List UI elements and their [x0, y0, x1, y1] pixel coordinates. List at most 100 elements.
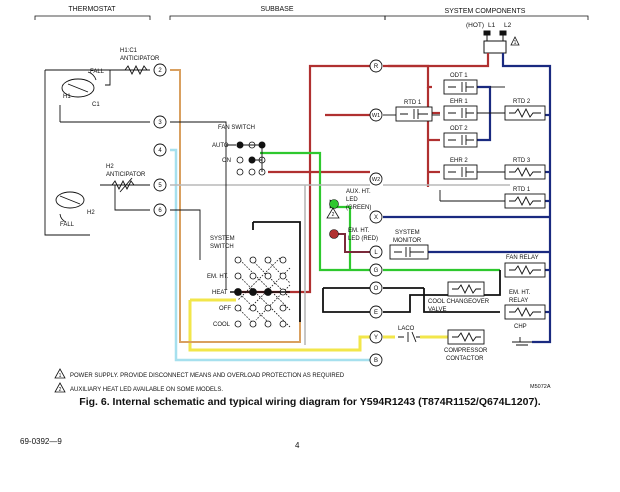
terminal-y [369, 330, 383, 344]
label-fan-switch: FAN SWITCH [218, 125, 255, 131]
label-anticipator1-sub: ANTICIPATOR [120, 56, 160, 62]
terminal-l-label: L [374, 250, 378, 256]
label-h1: H1 [63, 94, 71, 100]
header-thermostat: THERMOSTAT [68, 6, 116, 13]
cool-changeover-box [447, 281, 485, 297]
component-symbols [394, 82, 541, 346]
terminal-5-label: 5 [158, 183, 162, 189]
figure-caption: Fig. 6. Internal schematic and typical w… [79, 396, 541, 408]
figure-code: M5072A [530, 384, 551, 390]
anticipator-resistor-1-icon [124, 64, 148, 76]
label-system-monitor-2: MONITOR [393, 238, 422, 244]
label-h2: H2 [87, 210, 95, 216]
terminal-e [369, 305, 383, 319]
terminal-g [369, 263, 383, 277]
fan-relay-box [504, 262, 546, 278]
label-c1: C1 [92, 102, 100, 108]
terminal-r [369, 59, 383, 73]
label-hot: (HOT) [466, 22, 484, 29]
terminal-e-label: E [374, 310, 378, 316]
wire-thermostat [44, 69, 505, 290]
label-system-switch-2: SWITCH [210, 244, 234, 250]
section-headers [34, 15, 589, 20]
terminal-6 [153, 203, 167, 217]
thermostat-mercury-bulb-bottom-icon [55, 191, 85, 223]
terminal-b-label: B [374, 358, 378, 364]
label-ehr2: EHR 2 [450, 158, 468, 164]
rtd2-box [504, 105, 546, 121]
label-anticipator2: H2 [106, 164, 114, 170]
note-1-number: 1 [59, 373, 62, 379]
header-subbase: SUBBASE [260, 6, 293, 13]
note-2-marker-icon: 2 [54, 382, 66, 393]
label-em-ht-relay-1: EM. HT. [509, 290, 531, 296]
ehr1-box [443, 105, 478, 121]
terminal-l [369, 245, 383, 259]
label-laco: LACO [398, 326, 415, 332]
label-fall-top: FALL [90, 69, 105, 75]
label-chp: CHP [514, 324, 527, 330]
fan-switch-contacts [226, 141, 266, 176]
label-cool: COOL [213, 322, 231, 328]
wire-gray [170, 184, 510, 345]
label-l1: L1 [488, 22, 496, 29]
rtd3-box [504, 164, 546, 180]
label-system-monitor-1: SYSTEM [395, 230, 420, 236]
label-fall-bottom: FALL [60, 222, 75, 228]
label-odt1: ODT 1 [450, 73, 468, 79]
label-rtd2: RTD 2 [513, 99, 531, 105]
aux-ht-led-icon [329, 199, 339, 209]
label-auto: AUTO [212, 143, 229, 149]
compressor-box [447, 329, 485, 345]
terminal-3 [153, 115, 167, 129]
label-rtd1: RTD 1 [404, 100, 422, 106]
terminal-x [369, 210, 383, 224]
terminal-b [369, 353, 383, 367]
em-ht-relay-box [504, 304, 546, 320]
label-em-ht: EM. HT. [207, 274, 229, 280]
thermostat-mercury-bulb-top-icon [61, 71, 97, 98]
header-system-components: SYSTEM COMPONENTS [445, 8, 526, 15]
system-monitor-box [389, 244, 429, 260]
label-aux-led-3: (GREEN) [346, 205, 371, 211]
label-cool-changeover-1: COOL CHANGEOVER [428, 299, 490, 305]
rtd1b-box [504, 193, 546, 209]
label-em-led-1: EM. HT. [348, 228, 370, 234]
label-off: OFF [219, 306, 231, 312]
terminals-mid [369, 59, 383, 367]
label-compressor-1: COMPRESSOR [444, 348, 488, 354]
wire-blue [383, 53, 552, 344]
label-em-led-2: LED (RED) [348, 236, 378, 242]
terminal-2-label: 2 [158, 68, 162, 74]
label-l2: L2 [504, 22, 512, 29]
note-2-number: 2 [59, 387, 62, 393]
wire-black [252, 221, 501, 322]
label-anticipator1: H1:C1 [120, 48, 138, 54]
svg-text:1: 1 [514, 40, 517, 46]
power-supply-symbol [483, 30, 507, 54]
note-2-text: AUXILIARY HEAT LED AVAILABLE ON SOME MOD… [70, 387, 223, 393]
terminal-3-label: 3 [158, 120, 162, 126]
terminal-2 [153, 63, 167, 77]
wire-yellow [188, 298, 448, 352]
label-aux-led-2: LED [346, 197, 358, 203]
wire-lightblue [170, 148, 370, 362]
terminal-y-label: Y [374, 335, 378, 341]
label-on: ON [222, 158, 231, 164]
label-aux-led-1: AUX. HT. [346, 189, 371, 195]
label-fan-relay: FAN RELAY [506, 255, 539, 261]
doc-number: 69-0392—9 [20, 437, 62, 446]
label-ehr1: EHR 1 [450, 99, 468, 105]
note-1-marker-icon: 1 [54, 368, 66, 379]
terminal-5 [153, 178, 167, 192]
odt2-box [443, 132, 478, 148]
terminal-w2 [369, 172, 383, 186]
note-1-text: POWER SUPPLY. PROVIDE DISCONNECT MEANS A… [70, 373, 345, 379]
terminal-w1-label: W1 [372, 113, 380, 119]
terminal-o [369, 281, 383, 295]
label-system-switch-1: SYSTEM [210, 236, 235, 242]
terminal-g-label: G [374, 268, 379, 274]
label-cool-changeover-2: VALVE [428, 307, 446, 313]
svg-text:2: 2 [332, 212, 335, 218]
